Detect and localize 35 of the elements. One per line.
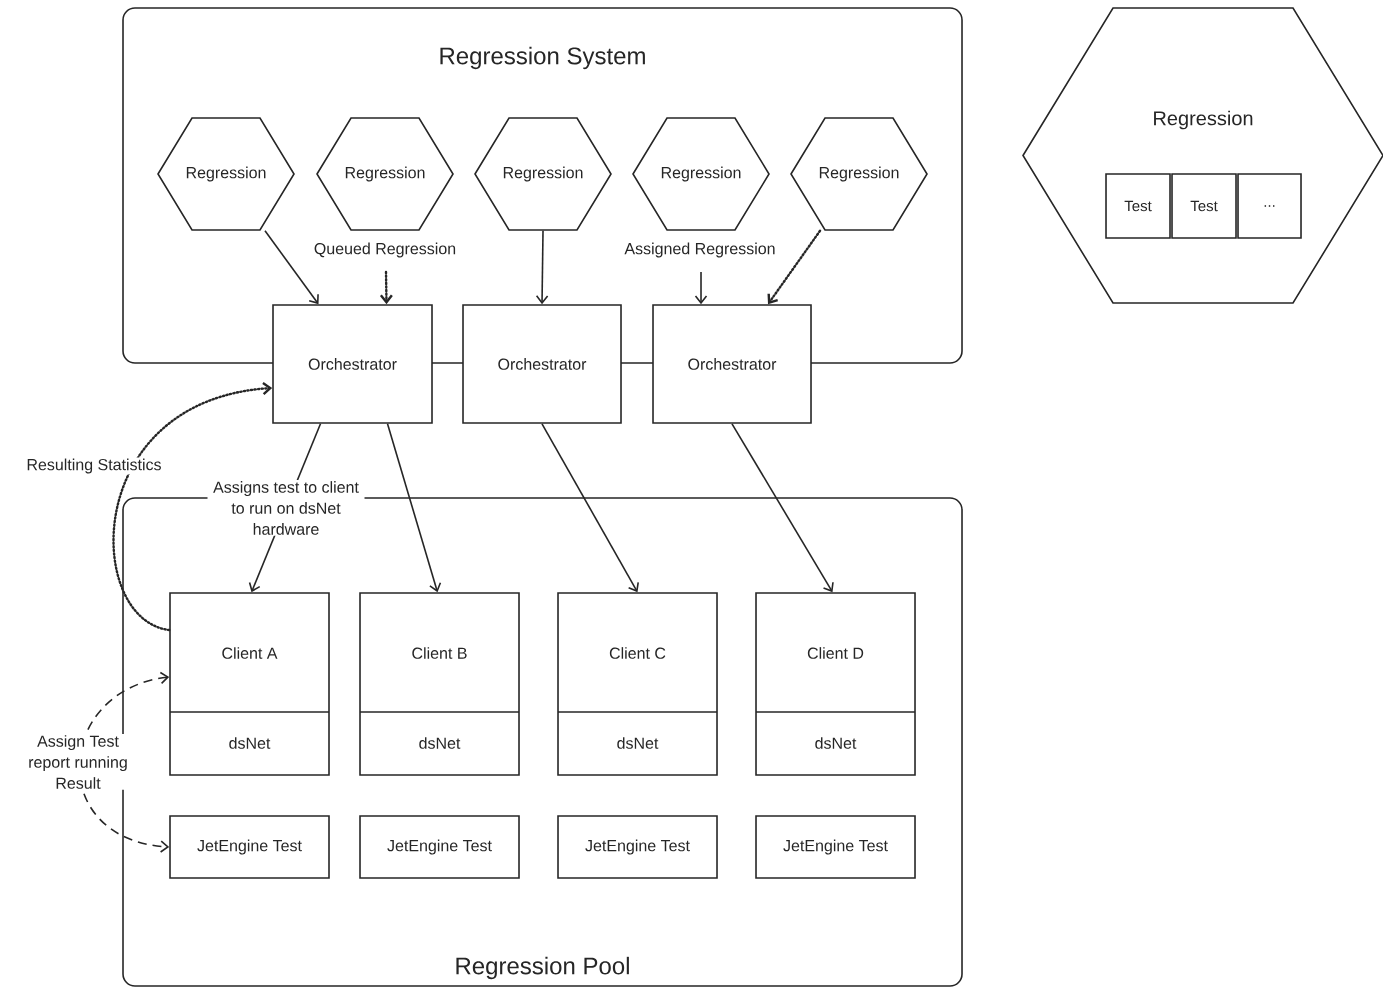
client-box: Client D dsNet <box>755 592 916 776</box>
arrow <box>112 382 273 632</box>
edge-label: Assign Test report running Result <box>18 734 138 790</box>
arrow <box>386 423 442 593</box>
arrow <box>694 271 708 305</box>
test-box: Test <box>1171 173 1237 239</box>
hexagon: Regression <box>632 117 770 231</box>
edge-label: Assigns test to client to run on dsNet hardware <box>207 480 365 536</box>
process-box: Orchestrator <box>462 304 622 424</box>
edge-label: Resulting Statistics <box>25 457 163 475</box>
client-box: Client B dsNet <box>359 592 520 776</box>
client-box: Client C dsNet <box>557 592 718 776</box>
arrow <box>731 423 834 593</box>
process-box: Orchestrator <box>652 304 812 424</box>
process-box: JetEngine Test <box>755 815 916 879</box>
edge-label: Assigned Regression <box>623 241 777 259</box>
container-title: Regression System <box>440 46 645 70</box>
container-title: Regression Pool <box>456 956 629 980</box>
process-box: Orchestrator <box>272 304 433 424</box>
arrow <box>379 270 393 305</box>
arrow <box>264 230 319 305</box>
hexagon: Regression <box>157 117 295 231</box>
arrow <box>541 423 639 593</box>
hexagon: Regression <box>474 117 612 231</box>
arrow <box>535 230 549 305</box>
edge-label: Queued Regression <box>312 241 458 259</box>
test-box: Test <box>1105 173 1171 239</box>
hexagon: Regression <box>790 117 928 231</box>
process-box: JetEngine Test <box>169 815 330 879</box>
process-box: JetEngine Test <box>359 815 520 879</box>
arrow <box>767 229 822 305</box>
client-box: Client A dsNet <box>169 592 330 776</box>
test-box: ... <box>1237 173 1302 239</box>
process-box: JetEngine Test <box>557 815 718 879</box>
hexagon: Regression <box>316 117 454 231</box>
